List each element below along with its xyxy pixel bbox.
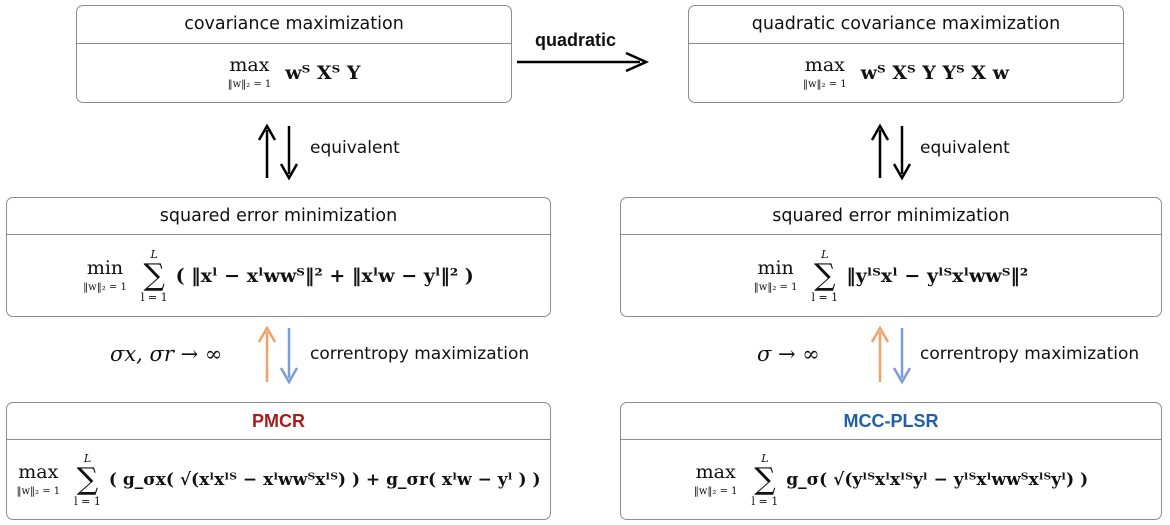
constraint: ‖w‖₂ = 1 bbox=[16, 485, 61, 497]
pmcr-box: PMCR max ‖w‖₂ = 1 L ∑ l = 1 ( g_σx( √(xˡ… bbox=[6, 402, 551, 520]
summation: L ∑ l = 1 bbox=[751, 451, 779, 508]
quadratic-covariance-box: quadratic covariance maximization max ‖w… bbox=[688, 5, 1124, 103]
constraint: ‖w‖₂ = 1 bbox=[227, 79, 272, 90]
quadratic-covariance-formula: max ‖w‖₂ = 1 wᵀ Xᵀ Y Yᵀ X w bbox=[803, 56, 1009, 90]
sum-lower-limit: l = 1 bbox=[140, 290, 168, 304]
sum-lower-limit: l = 1 bbox=[751, 494, 779, 508]
pmcr-box-title: PMCR bbox=[7, 403, 550, 440]
equivalent-label-right: equivalent bbox=[920, 138, 1010, 158]
correntropy-label-right: correntropy maximization bbox=[920, 344, 1140, 364]
operator: max bbox=[18, 460, 59, 483]
mcc-plsr-box-title: MCC-PLSR bbox=[621, 403, 1161, 440]
objective-expression: wᵀ Xᵀ Y Yᵀ X w bbox=[860, 62, 1009, 84]
sum-upper-limit: L bbox=[761, 451, 769, 465]
pmcr-formula: max ‖w‖₂ = 1 L ∑ l = 1 ( g_σx( √(xˡxˡᵀ −… bbox=[16, 453, 540, 507]
operator: max bbox=[229, 54, 270, 76]
equivalent-arrows-right bbox=[870, 123, 912, 181]
sum-upper-limit: L bbox=[150, 247, 158, 261]
squared-error-box-right-title: squared error minimization bbox=[621, 198, 1161, 235]
summation: L ∑ l = 1 bbox=[811, 247, 839, 304]
operator: min bbox=[86, 256, 124, 279]
objective-expression: ( ‖xˡ − xˡwwᵀ‖² + ‖xˡw − yˡ‖² ) bbox=[175, 264, 474, 287]
constraint: ‖w‖₂ = 1 bbox=[83, 281, 127, 293]
limit-label-right: σ → ∞ bbox=[757, 342, 820, 366]
quadratic-label: quadratic bbox=[535, 30, 617, 50]
operator: max bbox=[695, 460, 736, 483]
objective-expression: ( g_σx( √(xˡxˡᵀ − xˡwwᵀxˡᵀ) ) + g_σr( xˡ… bbox=[108, 469, 541, 490]
constraint: ‖w‖₂ = 1 bbox=[693, 485, 738, 497]
equivalent-label-left: equivalent bbox=[310, 138, 400, 158]
constraint: ‖w‖₂ = 1 bbox=[753, 281, 798, 293]
sum-lower-limit: l = 1 bbox=[74, 494, 101, 508]
squared-error-formula-left: min ‖w‖₂ = 1 L ∑ l = 1 ( ‖xˡ − xˡwwᵀ‖² +… bbox=[83, 249, 474, 303]
sum-upper-limit: L bbox=[821, 247, 829, 261]
objective-expression: g_σ( √(yˡᵀxˡxˡᵀyˡ − yˡᵀxˡwwᵀxˡᵀyˡ) ) bbox=[786, 469, 1089, 490]
objective-expression: ‖yˡᵀxˡ − yˡᵀxˡwwᵀ‖² bbox=[846, 264, 1029, 287]
constraint: ‖w‖₂ = 1 bbox=[803, 79, 847, 90]
correntropy-label-left: correntropy maximization bbox=[310, 344, 530, 364]
quadratic-covariance-box-title: quadratic covariance maximization bbox=[689, 6, 1123, 44]
covariance-formula: max ‖w‖₂ = 1 wᵀ Xᵀ Y bbox=[228, 56, 361, 90]
equivalent-arrows-left bbox=[257, 123, 299, 181]
sum-upper-limit: L bbox=[83, 451, 92, 465]
covariance-box: covariance maximization max ‖w‖₂ = 1 wᵀ … bbox=[76, 5, 512, 103]
summation: L ∑ l = 1 bbox=[140, 247, 168, 304]
correntropy-arrows-left bbox=[257, 325, 299, 385]
squared-error-box-right: squared error minimization min ‖w‖₂ = 1 … bbox=[620, 197, 1162, 317]
objective-expression: wᵀ Xᵀ Y bbox=[285, 62, 361, 84]
squared-error-formula-right: min ‖w‖₂ = 1 L ∑ l = 1 ‖yˡᵀxˡ − yˡᵀxˡwwᵀ… bbox=[754, 249, 1028, 303]
correntropy-arrows-right bbox=[870, 325, 912, 385]
limit-label-left: σx, σr → ∞ bbox=[110, 342, 223, 366]
mcc-plsr-formula: max ‖w‖₂ = 1 L ∑ l = 1 g_σ( √(yˡᵀxˡxˡᵀyˡ… bbox=[694, 453, 1088, 507]
quadratic-arrow bbox=[517, 51, 650, 73]
sum-lower-limit: l = 1 bbox=[811, 290, 839, 304]
mcc-plsr-box: MCC-PLSR max ‖w‖₂ = 1 L ∑ l = 1 g_σ( √(y… bbox=[620, 402, 1162, 520]
operator: min bbox=[757, 256, 794, 279]
squared-error-box-left: squared error minimization min ‖w‖₂ = 1 … bbox=[6, 197, 551, 317]
operator: max bbox=[804, 54, 845, 76]
squared-error-box-left-title: squared error minimization bbox=[7, 198, 550, 235]
summation: L ∑ l = 1 bbox=[74, 451, 101, 508]
covariance-box-title: covariance maximization bbox=[77, 6, 511, 44]
